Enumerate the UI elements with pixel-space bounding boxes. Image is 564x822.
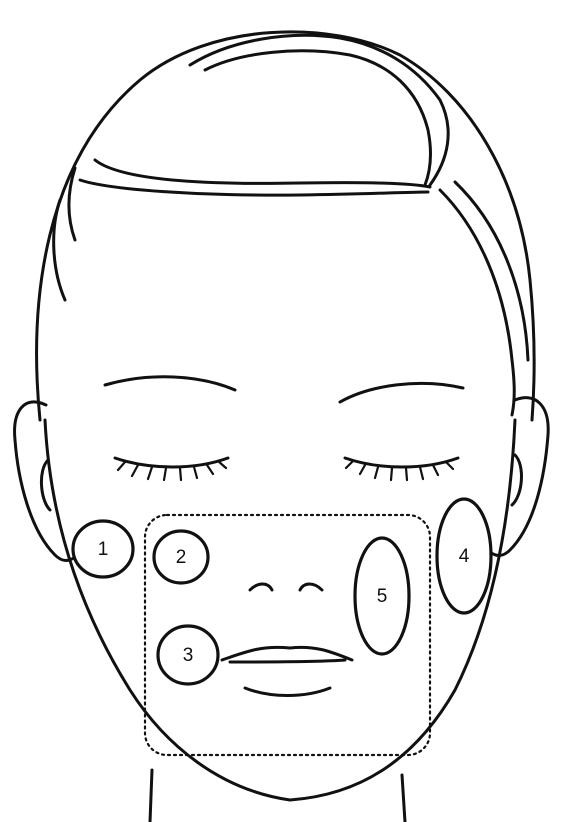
right-eyebrow	[340, 383, 463, 402]
nose	[250, 584, 322, 590]
left-eyebrow	[105, 377, 235, 390]
right-ear	[485, 398, 548, 556]
mouth	[222, 647, 352, 695]
marker-1-label: 1	[98, 539, 109, 560]
left-eye	[115, 458, 228, 480]
left-ear	[15, 402, 80, 561]
marker-1: 1	[73, 521, 133, 577]
marker-3: 3	[158, 626, 218, 684]
marker-5-label: 5	[377, 586, 388, 607]
marker-3-label: 3	[183, 645, 194, 666]
hair	[37, 32, 534, 420]
face-outline	[45, 420, 515, 822]
marker-2-label: 2	[176, 547, 187, 568]
right-eye	[345, 458, 458, 480]
marker-4-label: 4	[459, 546, 470, 567]
marker-4: 4	[437, 499, 491, 613]
marker-5: 5	[355, 538, 409, 654]
marker-2: 2	[154, 531, 208, 583]
